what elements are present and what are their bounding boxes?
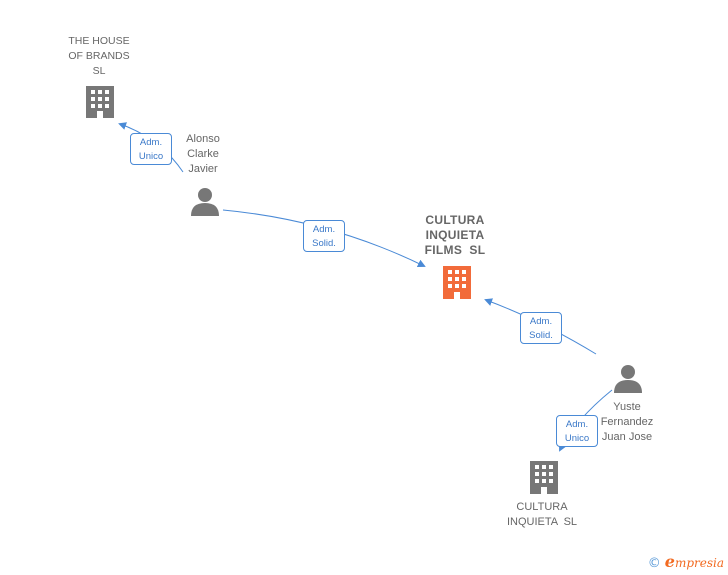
label-line: OF BRANDS: [68, 50, 130, 62]
edge-badge-adm-unico[interactable]: Adm. Unico: [130, 133, 172, 165]
empresia-watermark: ©empresia: [648, 552, 724, 571]
building-icon[interactable]: [443, 266, 471, 299]
label-line: SL: [92, 65, 106, 77]
badge-line: Unico: [138, 151, 164, 162]
label-line: CULTURA: [425, 213, 485, 227]
badge-line: Adm.: [529, 316, 553, 327]
badge-line: Adm.: [312, 224, 336, 235]
label-line: Juan Jose: [601, 431, 653, 443]
label-line: THE HOUSE: [68, 35, 130, 47]
building-icon[interactable]: [86, 86, 114, 118]
node-label-cultura-sl[interactable]: CULTURA INQUIETA SL: [496, 500, 588, 530]
label-line: Yuste: [613, 401, 641, 413]
copyright-icon: ©: [647, 556, 661, 571]
node-label-cultura-films[interactable]: CULTURA INQUIETA FILMS SL: [410, 213, 500, 258]
label-line: CULTURA: [516, 501, 568, 513]
badge-line: Adm.: [565, 419, 589, 430]
edge-badge-adm-solid[interactable]: Adm. Solid.: [303, 220, 345, 252]
label-line: Clarke: [187, 148, 219, 160]
person-icon[interactable]: [614, 365, 642, 393]
label-line: Javier: [188, 163, 218, 175]
badge-line: Adm.: [139, 137, 163, 148]
node-label-house-of-brands[interactable]: THE HOUSE OF BRANDS SL: [56, 34, 142, 79]
badge-line: Unico: [564, 433, 590, 444]
label-line: Fernandez: [600, 416, 654, 428]
building-icon[interactable]: [530, 461, 558, 494]
person-icon[interactable]: [191, 188, 219, 216]
badge-line: Solid.: [312, 238, 336, 249]
brand-logo-text: mpresia: [674, 556, 724, 570]
edge-badge-adm-solid[interactable]: Adm. Solid.: [520, 312, 562, 344]
label-line: Alonso: [186, 133, 220, 145]
label-line: FILMS SL: [424, 243, 486, 257]
node-label-alonso[interactable]: Alonso Clarke Javier: [172, 132, 234, 177]
badge-line: Solid.: [529, 330, 553, 341]
label-line: INQUIETA: [425, 228, 485, 242]
brand-logo-e: e: [664, 552, 675, 571]
label-line: INQUIETA SL: [506, 516, 578, 528]
edge-badge-adm-unico[interactable]: Adm. Unico: [556, 415, 598, 447]
node-label-yuste[interactable]: Yuste Fernandez Juan Jose: [590, 400, 664, 445]
